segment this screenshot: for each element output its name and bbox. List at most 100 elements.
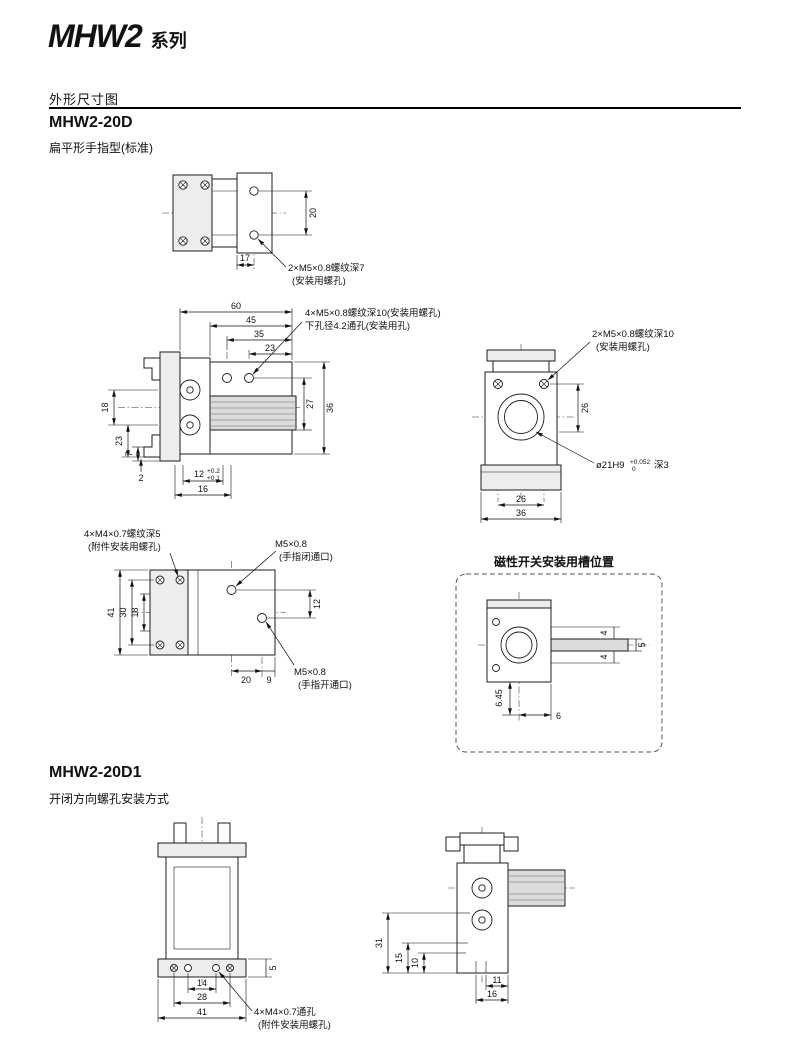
dim-label: 6 [556,711,561,721]
dim-label: 36 [325,403,335,413]
close-port-note: M5×0.8 (手指闭通口) [235,539,333,587]
dim-10: 10 [410,952,457,974]
tolerance-lower: 0 [632,466,636,473]
through-hole-note: 4×M4×0.7通孔 (附件安装用螺孔) [218,971,331,1031]
dim-5-flange: 5 [248,958,278,978]
attachment-note: 4×M4×0.7螺纹深5 (附件安装用螺孔) [84,528,179,577]
series-suffix-label: 系列 [150,31,187,51]
drawing-front-view: 60 45 35 23 4×M5×0.8螺纹深10(安装用螺孔) 下孔径4.2通… [100,301,441,499]
dim-label: 16 [487,989,497,999]
dim-26-right: 26 [550,383,590,433]
dim-label: 9 [266,675,271,685]
pivot-pins [179,379,201,436]
dim-17: 17 [236,253,255,270]
pivot-pins [471,877,493,931]
bore-label: ø21H9 [596,460,625,471]
dim-41: 41 [157,979,247,1022]
drawing-d1-side-view: 31 15 10 11 16 [374,827,575,1004]
drawing-bottom-view: 4×M4×0.7螺纹深5 (附件安装用螺孔) M5×0.8 (手指闭通口) M5… [84,528,352,691]
dim-4-top: 4 [551,626,620,639]
dim-label: 12 [312,599,322,609]
part-outline [445,832,566,974]
dim-18: 18 [100,389,158,426]
tolerance-upper: +0.052 [630,459,650,466]
tolerance-upper: +0.2 [207,468,220,475]
tolerance-lower: +0.1 [207,475,220,482]
switch-box-title: 磁性开关安装用槽位置 [493,554,614,569]
dim-label: 17 [240,253,250,263]
dim-label: 60 [231,301,241,311]
dim-label: 5 [268,965,278,970]
dim-20-9: 20 9 [231,657,276,685]
series-logo: MHW2 [48,18,143,54]
model1-subtitle: 扁平形手指型(标准) [49,141,153,155]
mounting-screws [493,379,549,389]
dim-60: 60 [179,301,293,360]
dim-12-tol: 12 +0.2 +0.1 [182,465,224,485]
dim-6: 6 [518,684,561,721]
dim-16: 16 [174,465,232,499]
section-title: 外形尺寸图 [49,92,120,107]
dim-label: 41 [197,1007,207,1017]
dim-27: 27 [254,377,315,431]
dim-36-bottom: 36 [480,492,562,523]
dim-30: 30 [118,579,154,646]
flange-holes [170,964,234,972]
drawing-top-view: 20 17 2×M5×0.8螺纹深7 (安装用螺孔) [162,172,365,287]
dim-41: 41 [106,569,148,656]
dim-label: 18 [100,402,110,412]
dim-23-top: 23 [248,343,293,356]
dim-7: 7 [124,446,160,462]
dim-35: 35 [226,329,293,350]
dim-label: 26 [580,403,590,413]
finger-ports [226,585,267,623]
model1-name: MHW2-20D [49,114,133,131]
dim-label: 11 [492,975,501,985]
dim-label: 16 [198,484,208,494]
dim-5: 5 [628,638,647,652]
note-line: (附件安装用螺孔) [258,1019,331,1031]
dim-label: 27 [305,399,315,409]
bore-note: ø21H9 +0.052 0 深3 [535,431,669,473]
dim-26-bottom: 26 [497,494,545,507]
dim-12-ports: 12 [237,589,322,619]
note-line: (安装用螺孔) [596,341,650,353]
dim-label: 35 [254,329,264,339]
drawing-d1-front-view: 5 14 28 41 4×M4×0.7通孔 (附件安装用螺孔) [157,817,331,1031]
dim-45: 45 [209,315,293,356]
dim-label: 30 [118,607,128,617]
dim-label: 23 [114,436,124,446]
body-screws [492,618,500,672]
mounting-holes [222,373,254,383]
dim-31: 31 [374,912,457,974]
note-line: 4×M4×0.7通孔 [254,1007,316,1018]
series-title: MHW2 系列 [48,18,187,55]
corner-screws [178,180,210,246]
note-line: 2×M5×0.8螺纹深10 [592,328,674,340]
attachment-screws [155,575,185,650]
dim-label: 41 [106,607,116,617]
dim-label: 28 [197,992,207,1002]
dim-label: 12 [194,469,204,479]
dim-16: 16 [475,975,509,1004]
note-line: 4×M4×0.7螺纹深5 [84,528,161,540]
note-line: (安装用螺孔) [292,275,346,287]
note-line: (手指开通口) [298,679,352,691]
dim-23-left: 23 [114,424,144,458]
dim-6-45: 6.45 [494,681,518,716]
note-line: M5×0.8 [275,539,307,550]
model2-name: MHW2-20D1 [49,764,142,781]
dim-label: 4 [599,630,609,635]
dim-label: 20 [308,208,318,218]
dim-18-left: 18 [130,593,150,632]
dim-label: 10 [410,958,420,968]
dim-label: 26 [516,494,526,504]
bore-circles [500,626,538,664]
model2-subtitle: 开闭方向螺孔安装方式 [49,792,170,806]
dim-label: 20 [241,675,251,685]
dim-label: 6.45 [494,689,504,707]
part-outline [143,351,297,462]
dim-label: 14 [197,978,207,988]
dim-28: 28 [173,973,231,1007]
